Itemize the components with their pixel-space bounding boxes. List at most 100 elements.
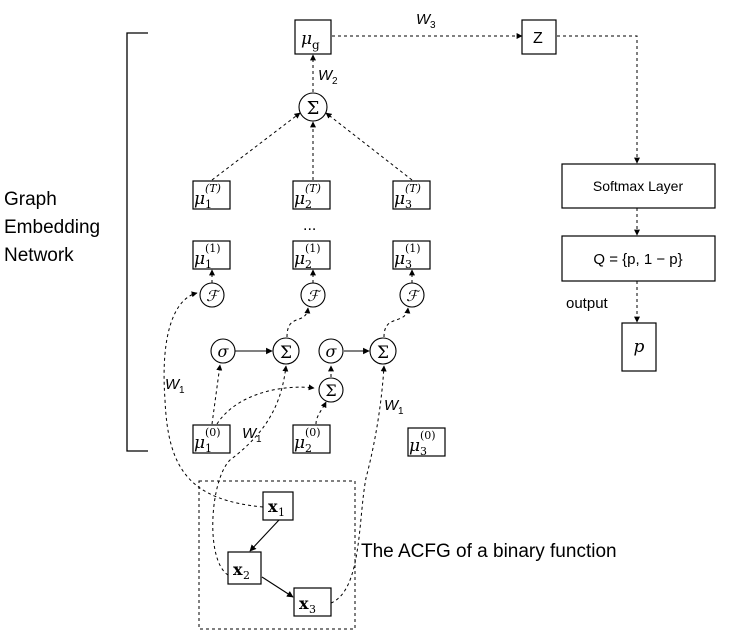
network-bracket — [126, 32, 148, 452]
node-p: p — [621, 322, 657, 372]
node-f-3: ℱ — [399, 282, 425, 308]
node-z: Z — [521, 19, 557, 55]
node-sum-2: Σ — [369, 337, 397, 365]
svg-text:μ: μ — [409, 436, 420, 456]
edge-x1-to-f1 — [163, 291, 264, 508]
svg-text:(0): (0) — [420, 429, 436, 442]
svg-text:(T): (T) — [205, 182, 221, 195]
svg-text:1: 1 — [205, 198, 212, 211]
svg-text:ℱ: ℱ — [307, 287, 322, 305]
node-f-2: ℱ — [300, 282, 326, 308]
svg-text:x: x — [268, 497, 278, 516]
edge-mut3-to-sum — [325, 112, 413, 181]
svg-text:ℱ: ℱ — [206, 287, 221, 305]
svg-text:μ: μ — [194, 189, 205, 209]
svg-text:1: 1 — [205, 258, 212, 271]
svg-text:μ: μ — [294, 249, 305, 269]
weight-w3-label: W 3 — [416, 11, 436, 31]
svg-text:Z: Z — [533, 30, 543, 47]
edge-x2-to-sum1 — [212, 365, 289, 576]
node-mu-1-1: μ 1 (1) — [192, 240, 231, 271]
svg-text:μ: μ — [394, 189, 405, 209]
edge-mu02-to-summid — [315, 401, 327, 425]
svg-text:p: p — [634, 337, 645, 357]
svg-text:Σ: Σ — [377, 343, 389, 363]
svg-text:g: g — [312, 38, 320, 52]
acfg-region — [198, 480, 356, 630]
svg-text:1: 1 — [205, 442, 212, 455]
node-mu-0-3: μ 3 (0) — [407, 427, 446, 458]
svg-text:2: 2 — [243, 569, 250, 582]
side-label-graph: Graph — [4, 189, 57, 210]
node-x3: x 3 — [293, 587, 332, 617]
node-x1: x 1 — [262, 491, 294, 521]
svg-text:1: 1 — [179, 385, 185, 396]
svg-text:1: 1 — [256, 434, 262, 445]
node-sigma-1: σ — [210, 338, 236, 364]
svg-text:μ: μ — [294, 189, 305, 209]
node-mu-1-2: μ 2 (1) — [292, 240, 331, 271]
svg-text:(1): (1) — [305, 242, 321, 255]
svg-text:3: 3 — [405, 258, 412, 271]
node-mu-1-3: μ 3 (1) — [392, 240, 431, 271]
svg-text:μ: μ — [194, 433, 205, 453]
svg-text:Σ: Σ — [325, 381, 336, 400]
svg-text:W: W — [318, 67, 334, 84]
svg-text:ℱ: ℱ — [406, 287, 421, 305]
svg-text:μ: μ — [294, 433, 305, 453]
side-label-embedding: Embedding — [4, 217, 100, 238]
svg-text:(0): (0) — [205, 426, 221, 439]
svg-text:(T): (T) — [305, 182, 321, 195]
node-q: Q = {p, 1 − p} — [561, 235, 716, 282]
node-mu-t-1: μ 1 (T) — [192, 180, 231, 211]
edge-sum1-to-f2 — [286, 307, 311, 338]
svg-text:(0): (0) — [305, 426, 321, 439]
svg-text:Q = {p, 1 − p}: Q = {p, 1 − p} — [593, 251, 682, 268]
svg-text:W: W — [416, 11, 432, 28]
edge-mu01-to-summid — [216, 384, 315, 425]
svg-text:3: 3 — [309, 603, 316, 616]
svg-text:3: 3 — [405, 198, 412, 211]
svg-text:1: 1 — [278, 506, 285, 519]
svg-text:σ: σ — [218, 342, 230, 361]
svg-text:3: 3 — [430, 20, 436, 31]
node-mu-t-3: μ 3 (T) — [392, 180, 431, 211]
weight-w1-mid-label: W 1 — [242, 425, 262, 445]
edge-x3-to-sum2 — [330, 365, 387, 604]
side-label-network: Network — [4, 245, 74, 266]
svg-text:W: W — [242, 425, 258, 442]
svg-text:x: x — [233, 560, 243, 579]
edge-x1-to-x2 — [249, 519, 280, 552]
weight-w1-right-label: W 1 — [384, 397, 404, 417]
svg-text:μ: μ — [394, 249, 405, 269]
svg-text:W: W — [165, 376, 181, 393]
node-sigma-2: σ — [318, 338, 344, 364]
node-mu-t-2: μ 2 (T) — [292, 180, 331, 211]
weight-w1-left-label: W 1 — [165, 376, 185, 396]
svg-text:W: W — [384, 397, 400, 414]
acfg-caption: The ACFG of a binary function — [361, 541, 617, 562]
edge-sum2-to-f3 — [383, 307, 411, 338]
svg-text:3: 3 — [420, 445, 427, 458]
node-sum-top: Σ — [298, 92, 328, 122]
output-label: output — [566, 295, 609, 312]
svg-text:2: 2 — [305, 442, 312, 455]
node-mu-g: μ g — [294, 19, 332, 55]
svg-text:2: 2 — [332, 76, 338, 87]
svg-text:μ: μ — [301, 29, 312, 49]
node-softmax-layer: Softmax Layer — [561, 163, 716, 209]
svg-text:Σ: Σ — [280, 343, 292, 363]
svg-text:Σ: Σ — [307, 98, 320, 119]
node-f-1: ℱ — [199, 282, 225, 308]
node-mu-0-1: μ 1 (0) — [192, 424, 231, 455]
svg-text:σ: σ — [326, 342, 338, 361]
svg-text:2: 2 — [305, 198, 312, 211]
edge-mu01-to-sigma1 — [211, 364, 223, 425]
edge-x2-to-x3 — [261, 576, 294, 598]
svg-text:2: 2 — [305, 258, 312, 271]
node-sum-1: Σ — [272, 337, 300, 365]
svg-text:(1): (1) — [405, 242, 421, 255]
edge-mut1-to-sum — [211, 112, 301, 181]
